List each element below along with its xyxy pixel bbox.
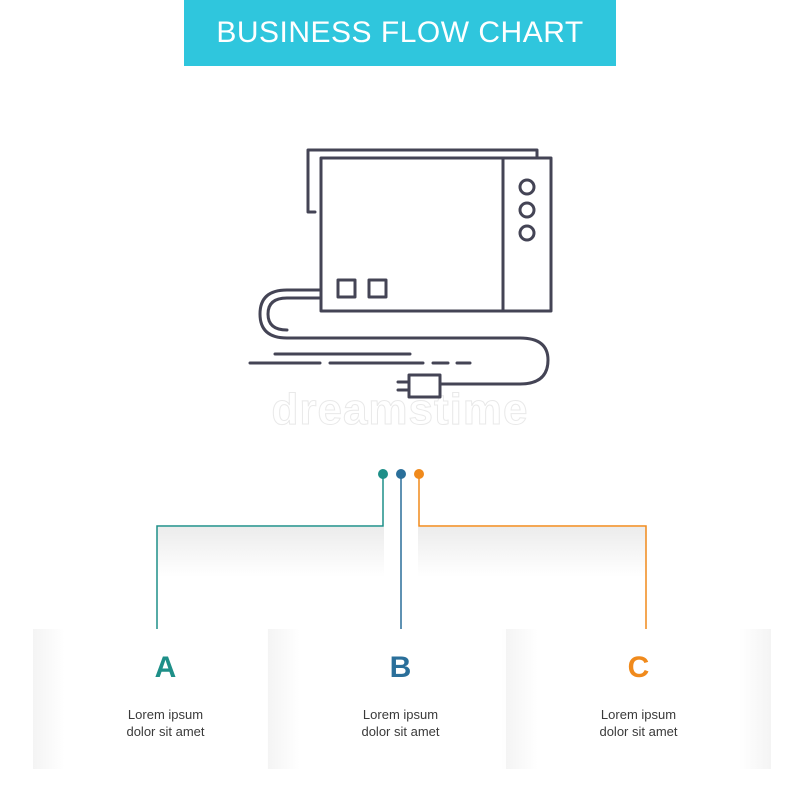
step-card-c: C Lorem ipsum dolor sit amet [506, 629, 771, 769]
connector-c [418, 474, 647, 636]
step-text-line1: Lorem ipsum [362, 707, 439, 722]
page-title: BUSINESS FLOW CHART [216, 16, 584, 49]
connector-a [156, 474, 384, 636]
node-dot-b [396, 469, 406, 479]
step-text-line2: dolor sit amet [361, 724, 440, 739]
step-card-b: B Lorem ipsum dolor sit amet [268, 629, 533, 769]
connector-shade-c [418, 527, 646, 577]
node-dot-a [378, 469, 388, 479]
step-text-line1: Lorem ipsum [127, 707, 204, 722]
step-text-b: Lorem ipsum dolor sit amet [268, 706, 533, 740]
title-banner: BUSINESS FLOW CHART [184, 0, 616, 66]
drawing-tablet-icon [235, 135, 565, 410]
step-letter-a: A [154, 651, 177, 684]
step-text-a: Lorem ipsum dolor sit amet [33, 706, 298, 740]
step-letter-c: C [627, 651, 650, 684]
connector-shade-a [157, 527, 384, 577]
step-text-c: Lorem ipsum dolor sit amet [506, 706, 771, 740]
step-text-line1: Lorem ipsum [600, 707, 677, 722]
step-card-a: A Lorem ipsum dolor sit amet [33, 629, 298, 769]
watermark: dreamstime [271, 385, 529, 435]
step-text-line2: dolor sit amet [599, 724, 678, 739]
step-letter-b: B [389, 651, 412, 684]
step-text-line2: dolor sit amet [126, 724, 205, 739]
node-dot-c [414, 469, 424, 479]
